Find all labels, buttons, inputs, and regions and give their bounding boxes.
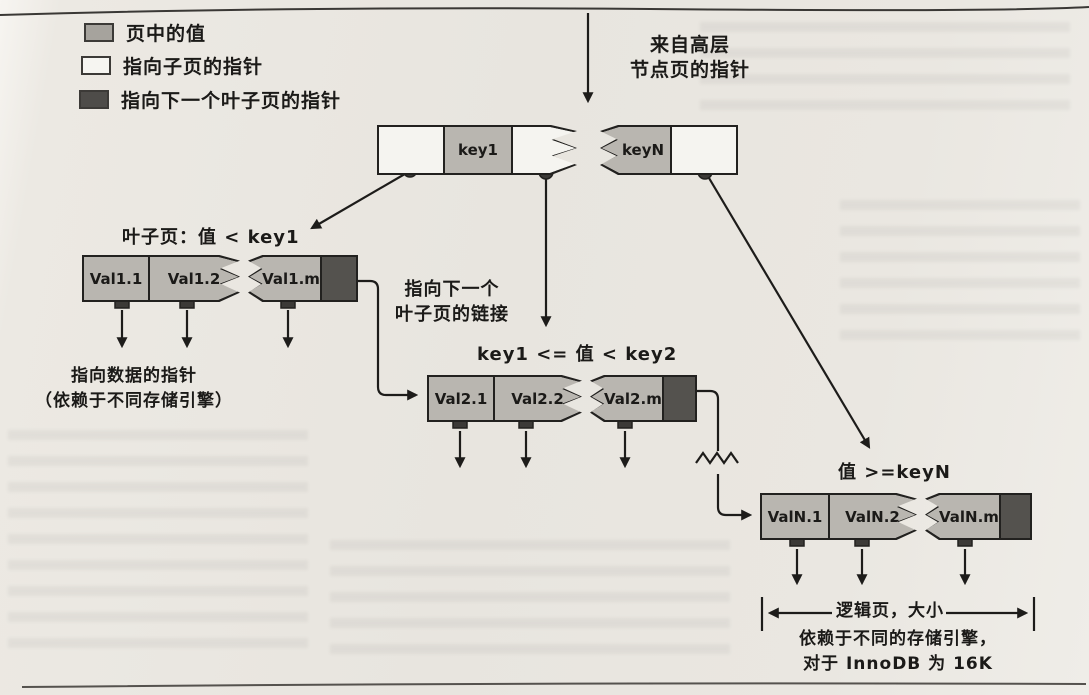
root-pointer-cell-3 [670, 127, 736, 173]
leaf-page-1-right: Val1.m [248, 255, 358, 302]
leaf-page-3-right: ValN.m [925, 493, 1032, 540]
bleed-through-smudge [8, 430, 308, 660]
leaf3-value-cell-m: ValN.m [927, 495, 999, 538]
next-leaf-link-2-3-lower [716, 474, 753, 521]
page-size-label-line2: 依赖于不同的存储引擎， [799, 629, 997, 649]
data-pointer-label: 指向数据的指针 （依赖于不同存储引擎） [28, 364, 240, 414]
legend-label: 指向子页的指针 [123, 56, 264, 78]
leaf2-value-cell-1: Val2.1 [429, 377, 493, 420]
child-pointer-swatch-icon [81, 56, 111, 75]
from-upper-node-label: 来自高层 节点页的指针 [600, 33, 780, 83]
link-break-zigzag [695, 451, 739, 465]
leaf-page-3-left: ValN.1 ValN.2 [760, 493, 917, 540]
leaf2-next-leaf-pointer-cell [661, 377, 695, 420]
leaf3-range-caption: 值 >=keyN [838, 462, 951, 483]
root-key-cell-key1: key1 [443, 127, 511, 173]
figure-top-border [0, 6, 1089, 16]
leaf3-next-leaf-pointer-cell [998, 495, 1030, 538]
from-upper-node-label-line2: 节点页的指针 [629, 59, 750, 81]
root-pointer-cell-1 [379, 127, 443, 173]
leaf3-value-cell-1: ValN.1 [762, 495, 828, 538]
leaf1-value-cell-m: Val1.m [250, 257, 320, 300]
bleed-through-smudge [330, 540, 730, 670]
leaf1-value-cell-2: Val1.2 [148, 257, 238, 300]
root-pointer-cell-2 [511, 127, 575, 173]
bleed-through-smudge [840, 200, 1080, 340]
page-size-label-line1: 逻辑页，大小 [836, 601, 944, 621]
leaf3-value-cell-2: ValN.2 [828, 495, 915, 538]
value-swatch-icon [84, 23, 114, 42]
leaf-page-1-left: Val1.1 Val1.2 [82, 255, 240, 302]
next-leaf-pointer-swatch-icon [79, 90, 109, 109]
leaf2-range-caption: key1 <= 值 < key2 [477, 344, 678, 365]
legend-label: 页中的值 [126, 23, 207, 45]
leaf1-value-cell-1: Val1.1 [84, 257, 148, 300]
next-leaf-link-label-line2: 叶子页的链接 [395, 304, 509, 325]
legend-item-value: 页中的值 [84, 19, 206, 46]
root-node-page-left: key1 [377, 125, 577, 175]
leaf2-value-cell-m: Val2.m [592, 377, 662, 420]
legend-label: 指向下一个叶子页的指针 [121, 90, 342, 112]
from-upper-node-label-line1: 来自高层 [649, 34, 730, 56]
next-leaf-link-label: 指向下一个 叶子页的链接 [372, 277, 532, 327]
root-node-page-right: keyN [600, 125, 738, 175]
leaf-page-2-right: Val2.m [590, 375, 697, 422]
leaf-page-2-left: Val2.1 Val2.2 [427, 375, 582, 422]
leaf1-next-leaf-pointer-cell [320, 257, 356, 300]
page-size-label: 依赖于不同的存储引擎， 对于 InnoDB 为 16K [762, 627, 1034, 677]
next-leaf-link-label-line1: 指向下一个 [404, 279, 500, 300]
next-leaf-link-2-3-upper [697, 389, 720, 451]
data-pointer-label-line2: （依赖于不同存储引擎） [35, 391, 233, 411]
figure-bottom-border [21, 682, 1087, 688]
data-pointer-label-line1: 指向数据的指针 [71, 366, 197, 386]
legend-item-next-leaf-pointer: 指向下一个叶子页的指针 [79, 86, 341, 113]
page-size-label-line3: 对于 InnoDB 为 16K [803, 654, 993, 674]
root-key-cell-keyN: keyN [602, 127, 670, 173]
pointer-arrow-to-leaf1 [310, 170, 411, 230]
legend-item-child-pointer: 指向子页的指针 [81, 52, 263, 79]
leaf1-range-caption: 叶子页：值 < key1 [122, 227, 300, 248]
bleed-through-smudge [700, 22, 1070, 112]
leaf2-value-cell-2: Val2.2 [493, 377, 580, 420]
